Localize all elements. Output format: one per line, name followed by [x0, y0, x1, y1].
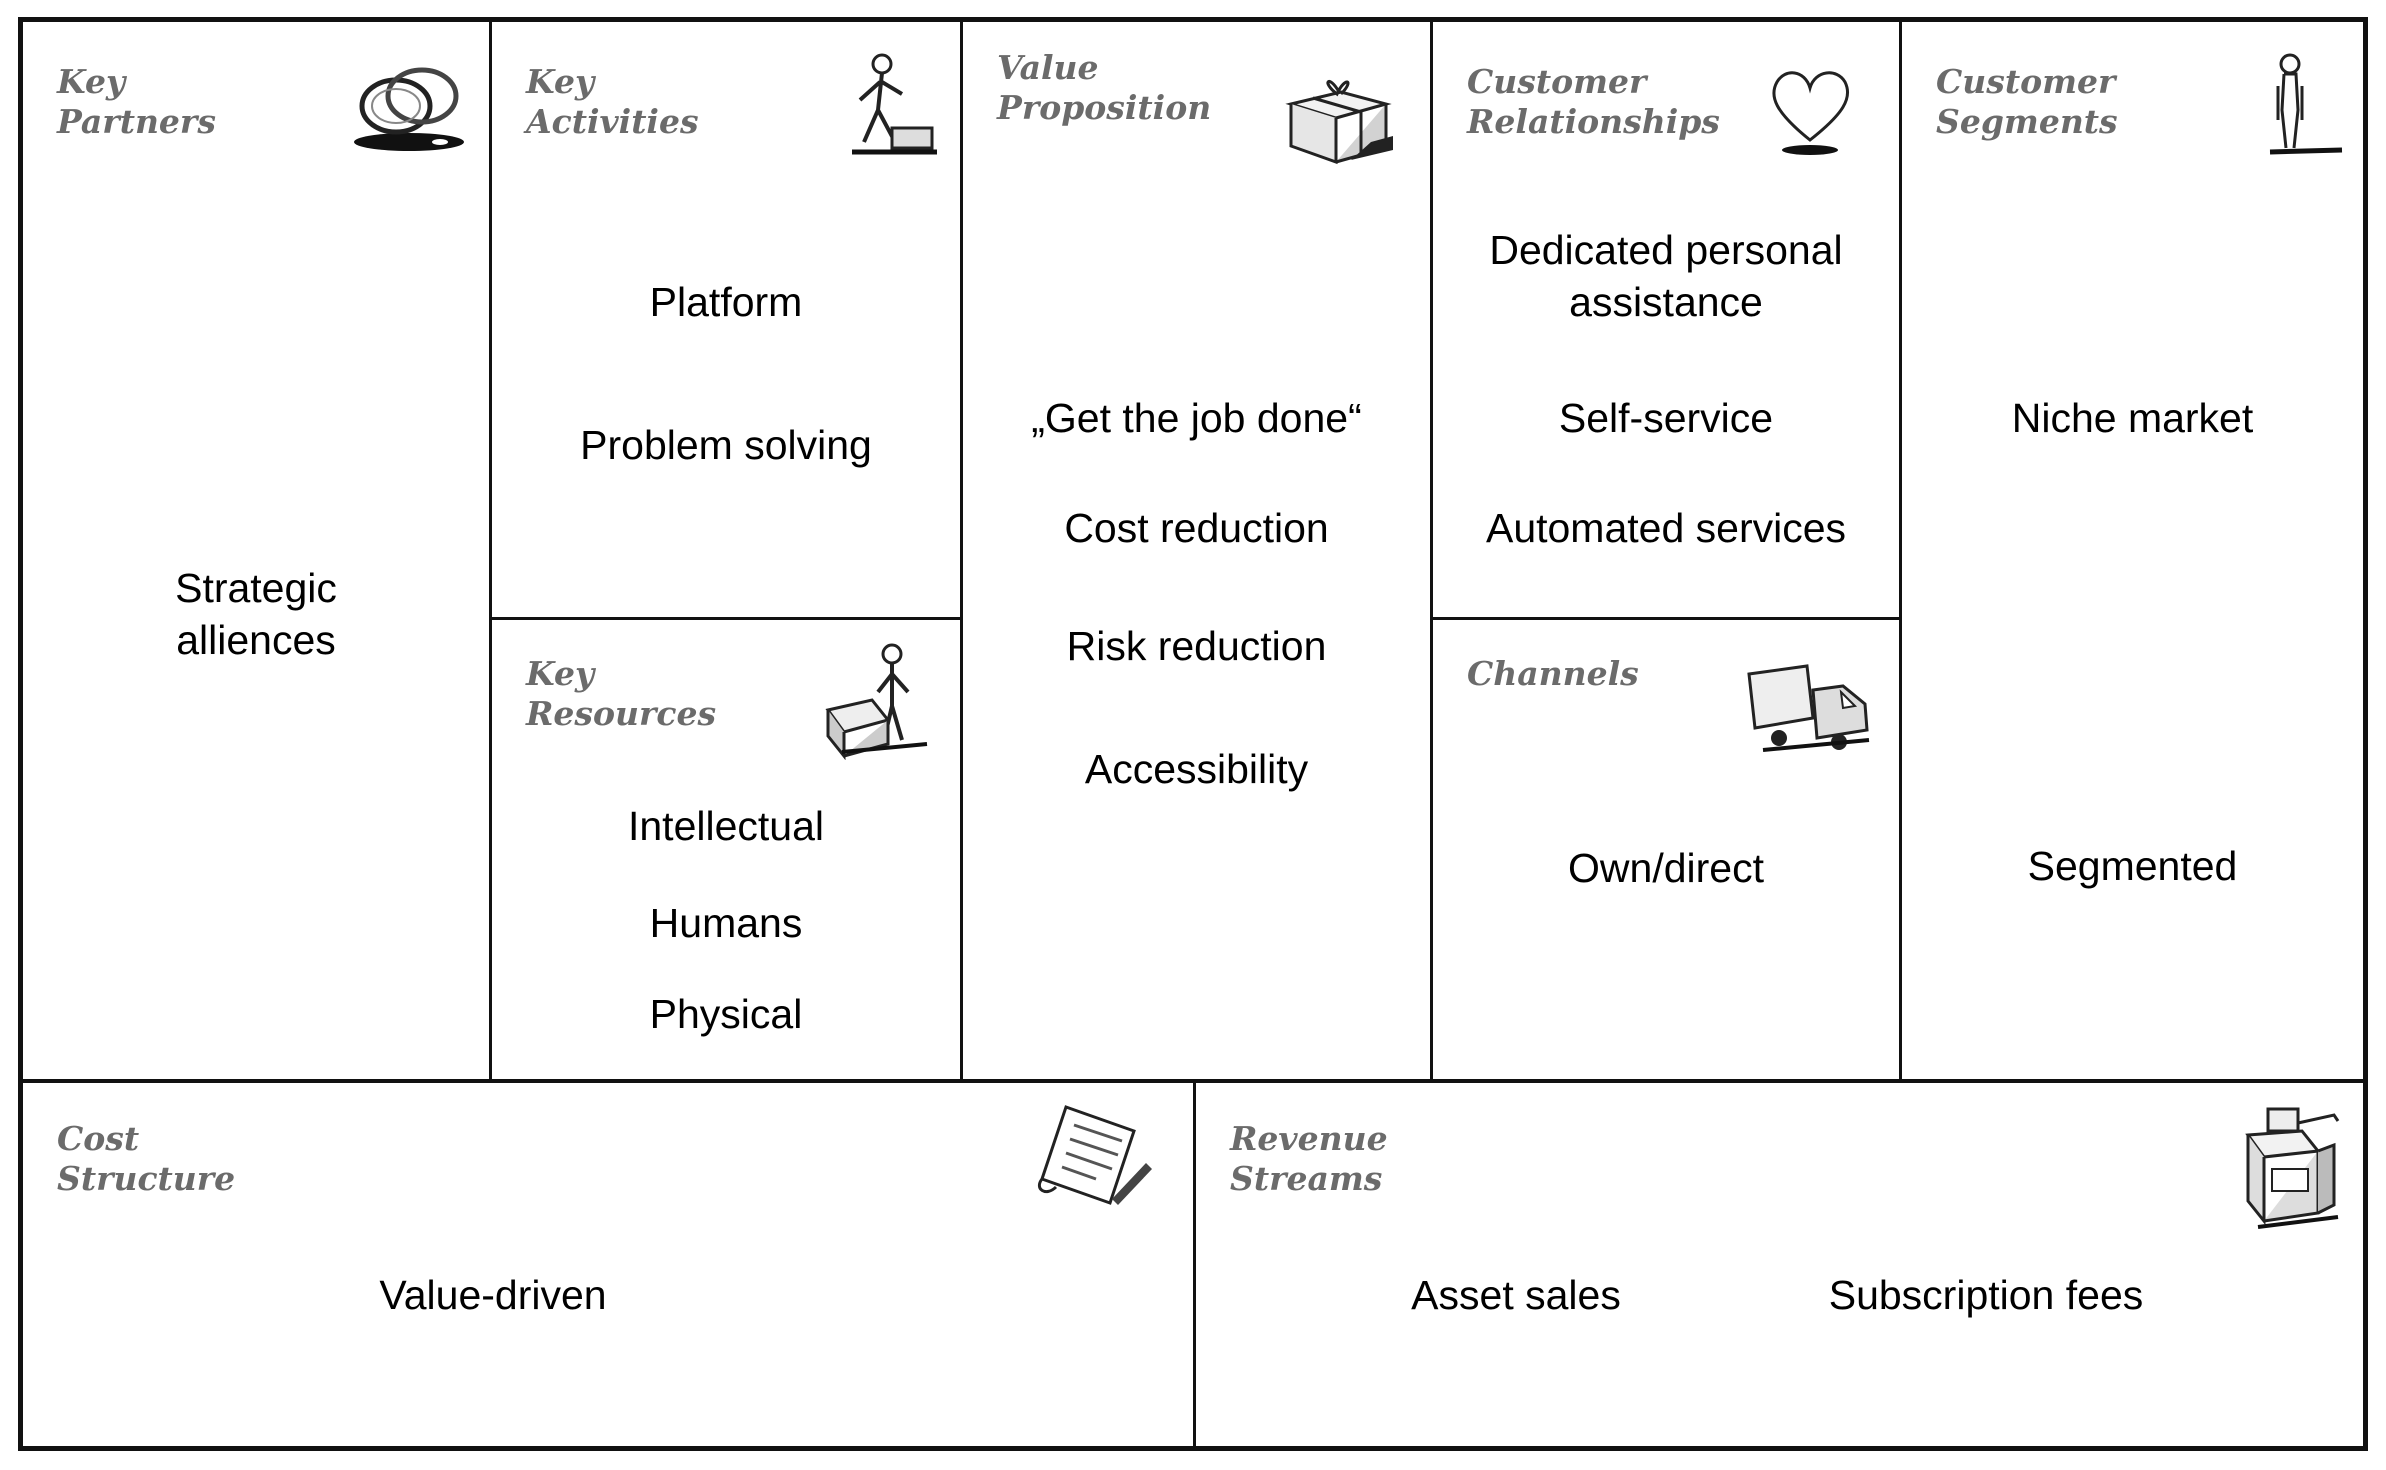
heading-line: Channels: [1467, 654, 1639, 693]
customer-relationships-item: Dedicated personal assistance: [1489, 227, 1843, 325]
key-activities-heading: Key Activities: [526, 62, 699, 142]
heading-line: Streams: [1230, 1159, 1383, 1198]
key-partners-heading: Key Partners: [57, 62, 216, 142]
customer-relationships-block: Customer Relationships Dedicated persona…: [1433, 22, 1899, 617]
heading-line: Key: [526, 654, 595, 693]
divider-vertical: [489, 22, 492, 1079]
heading-line: Relationships: [1467, 102, 1720, 141]
revenue-streams-item: Subscription fees: [1828, 1272, 2144, 1318]
cost-structure-item: Value-driven: [379, 1272, 607, 1318]
divider-vertical: [1430, 22, 1433, 1079]
value-proposition-item: Accessibility: [1084, 746, 1309, 792]
divider-horizontal: [489, 617, 963, 620]
value-proposition-block: Value Proposition „Get the job done“ Cos…: [963, 22, 1430, 1079]
customer-segments-item: Niche market: [2011, 395, 2254, 441]
divider-vertical: [1899, 22, 1902, 1079]
heading-line: Structure: [57, 1159, 236, 1198]
value-proposition-heading: Value Proposition: [997, 48, 1211, 128]
heading-line: Resources: [526, 694, 717, 733]
worker-crate-icon: [822, 640, 932, 760]
key-resources-item: Physical: [649, 991, 803, 1037]
document-icon: [1026, 1103, 1156, 1213]
key-resources-heading: Key Resources: [526, 654, 716, 734]
revenue-streams-item: Asset sales: [1411, 1272, 1621, 1318]
customer-segments-block: Customer Segments Niche market Segmented: [1902, 22, 2363, 1079]
key-partners-item: Strategic alliences: [175, 565, 337, 663]
heading-line: Cost: [57, 1119, 140, 1158]
value-proposition-item: Cost reduction: [1064, 505, 1329, 551]
heading-line: Revenue: [1230, 1119, 1388, 1158]
cash-register-icon: [2238, 1105, 2348, 1235]
heading-line: Key: [57, 62, 126, 101]
key-activities-item: Problem solving: [580, 422, 872, 468]
divider-vertical: [960, 22, 963, 1079]
gift-icon: [1281, 64, 1396, 169]
customer-segments-heading: Customer Segments: [1936, 62, 2118, 142]
key-activities-item: Platform: [649, 279, 803, 325]
key-partners-block: Key Partners Strategic alliences: [23, 22, 489, 1079]
customer-relationships-item: Self-service: [1558, 395, 1774, 441]
channels-block: Channels Own/direct: [1433, 620, 1899, 1079]
revenue-streams-heading: Revenue Streams: [1230, 1119, 1388, 1199]
truck-icon: [1743, 660, 1873, 760]
divider-vertical: [1193, 1079, 1196, 1446]
revenue-streams-block: Revenue Streams Asset sales Subscription…: [1196, 1083, 2363, 1446]
heading-line: Proposition: [997, 88, 1212, 127]
value-proposition-item: „Get the job done“: [1031, 395, 1362, 441]
customer-relationships-heading: Customer Relationships: [1467, 62, 1720, 142]
key-resources-block: Key Resources Intellectual Humans Physic…: [492, 620, 960, 1079]
cost-structure-block: Cost Structure Value-driven: [23, 1083, 1193, 1446]
customer-relationships-item: Automated services: [1485, 505, 1847, 551]
channels-heading: Channels: [1467, 654, 1639, 694]
rings-icon: [348, 58, 470, 158]
heading-line: Value: [997, 48, 1099, 87]
key-resources-item: Intellectual: [627, 803, 824, 849]
heading-line: Partners: [57, 102, 216, 141]
key-resources-item: Humans: [649, 900, 803, 946]
business-model-canvas: Key Partners Strategic alliences Key Act…: [18, 17, 2368, 1451]
customer-segments-item: Segmented: [2027, 843, 2238, 889]
heading-line: Key: [526, 62, 595, 101]
heart-icon: [1765, 62, 1855, 157]
heading-line: Activities: [526, 102, 699, 141]
worker-icon: [842, 50, 942, 160]
heading-line: Customer: [1936, 62, 2116, 101]
person-icon: [2264, 50, 2344, 160]
divider-horizontal: [1430, 617, 1902, 620]
heading-line: Segments: [1936, 102, 2118, 141]
channels-item: Own/direct: [1568, 845, 1764, 891]
heading-line: Customer: [1467, 62, 1647, 101]
key-activities-block: Key Activities Platform Problem solving: [492, 22, 960, 617]
cost-structure-heading: Cost Structure: [57, 1119, 235, 1199]
value-proposition-item: Risk reduction: [1066, 623, 1327, 669]
